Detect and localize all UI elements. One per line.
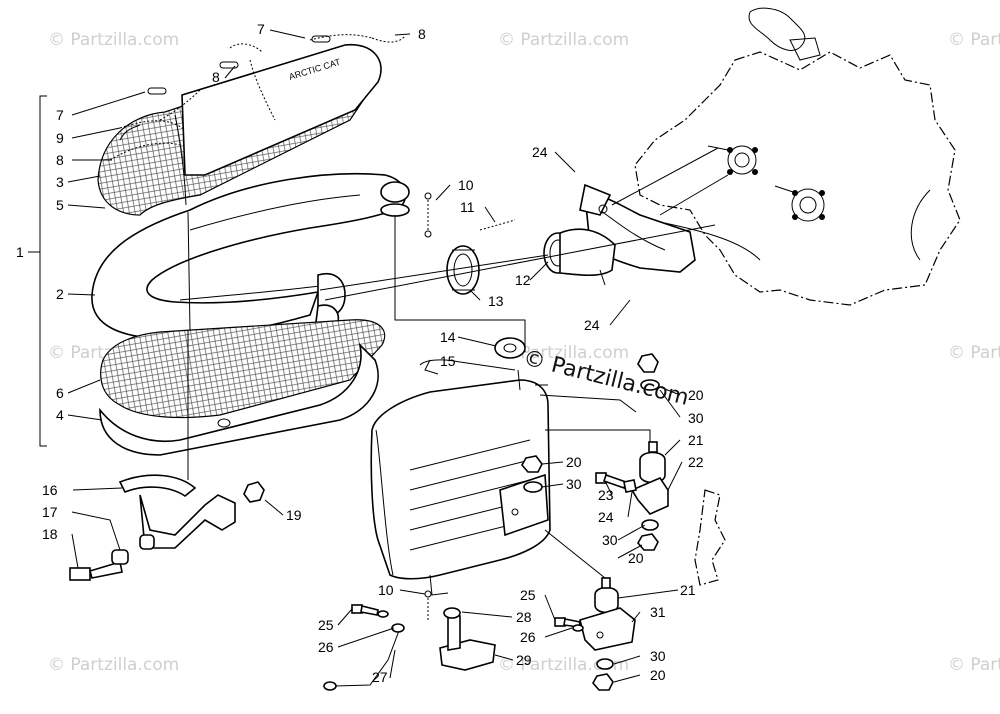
callout-22: 22 <box>688 454 704 470</box>
bracket-17 <box>139 494 236 549</box>
watermark: © Partzilla.com <box>498 343 629 363</box>
nut-20-top <box>637 353 660 391</box>
callout-27: 27 <box>372 669 388 685</box>
bracket-31 <box>579 607 636 651</box>
callout-20-c: 20 <box>628 550 644 566</box>
callout-28: 28 <box>516 609 532 625</box>
callout-25-b: 25 <box>520 587 536 603</box>
callout-15: 15 <box>440 353 456 369</box>
silencer <box>370 359 551 596</box>
callout-16: 16 <box>42 482 58 498</box>
callout-30-c: 30 <box>602 532 618 548</box>
callout-6: 6 <box>56 385 64 401</box>
callout-26-b: 26 <box>520 629 536 645</box>
exhaust-port-upper <box>707 145 758 175</box>
exhaust-manifold <box>543 193 696 286</box>
watermark: © Partzilla.com <box>48 30 179 50</box>
exhaust-port-lower <box>774 185 825 222</box>
callout-17: 17 <box>42 504 58 520</box>
callout-29: 29 <box>516 652 532 668</box>
bracket-16 <box>118 474 197 497</box>
callout-3: 3 <box>56 174 64 190</box>
callout-8-middle: 8 <box>212 69 220 85</box>
grommet-21-top <box>639 441 666 484</box>
callout-30-d: 30 <box>650 648 666 664</box>
bolt-25-left <box>351 604 389 618</box>
callout-24-c: 24 <box>598 509 614 525</box>
callout-20-d: 20 <box>650 667 666 683</box>
callout-21-a: 21 <box>688 432 704 448</box>
callout-1: 1 <box>16 244 24 260</box>
leader-lines <box>67 29 729 683</box>
washer-nut-bottom-22 <box>637 519 659 551</box>
callout-labels: 1 2 3 4 5 6 7 7 8 8 8 9 10 10 11 12 13 1… <box>16 21 704 685</box>
callout-9: 9 <box>56 130 64 146</box>
springs-top <box>119 34 406 141</box>
bolt-25-right <box>554 617 584 632</box>
callout-24-b: 24 <box>584 317 600 333</box>
callout-20-a: 20 <box>688 387 704 403</box>
callout-20-b: 20 <box>566 454 582 470</box>
upper-heat-shield: ARCTIC CAT <box>97 43 382 216</box>
watermark: © Partzilla.com <box>48 655 179 675</box>
callout-12: 12 <box>515 272 531 288</box>
callout-21-b: 21 <box>680 582 696 598</box>
callout-8-left: 8 <box>56 152 64 168</box>
bolt-23 <box>595 472 637 493</box>
callout-11: 11 <box>460 199 475 215</box>
callout-4: 4 <box>56 407 64 423</box>
callout-26-a: 26 <box>318 639 334 655</box>
watermark: © Partzilla.com <box>948 343 1000 363</box>
ground-cable-27 <box>323 623 405 691</box>
callout-14: 14 <box>440 329 456 345</box>
callout-7-top: 7 <box>257 21 265 37</box>
callout-2: 2 <box>56 286 64 302</box>
callout-30-a: 30 <box>688 410 704 426</box>
callout-25-a: 25 <box>318 617 334 633</box>
washer-nut-bottom-31 <box>592 658 614 691</box>
callout-18: 18 <box>42 526 58 542</box>
callout-23: 23 <box>598 487 614 503</box>
spring-10-top <box>424 192 432 238</box>
engine-outline <box>634 7 961 586</box>
grommet-21-bottom <box>594 577 619 614</box>
nut-19 <box>243 481 265 503</box>
watermark: © Partzilla.com <box>948 655 1000 675</box>
callout-8-top-right: 8 <box>418 26 426 42</box>
group-bracket-1 <box>28 95 47 447</box>
bracket-29 <box>439 607 496 671</box>
callout-31: 31 <box>650 604 666 620</box>
spring-11 <box>479 219 516 231</box>
watermark: © Partzilla.com <box>948 30 1000 50</box>
spring-10-bottom <box>424 590 432 620</box>
bolt-18 <box>69 534 155 581</box>
callout-5: 5 <box>56 197 64 213</box>
bracket-22 <box>630 477 669 515</box>
callout-10-top: 10 <box>458 177 474 193</box>
manifold-flange <box>579 183 612 216</box>
callout-13: 13 <box>488 293 504 309</box>
callout-7-left: 7 <box>56 107 64 123</box>
watermark: © Partzilla.com <box>498 655 629 675</box>
callout-30-b: 30 <box>566 476 582 492</box>
callout-10-bottom: 10 <box>378 582 394 598</box>
watermark: © Partzilla.com <box>498 30 629 50</box>
grommet <box>494 337 526 359</box>
lower-heat-shield <box>99 319 386 456</box>
callout-19: 19 <box>286 507 302 523</box>
callout-24-a: 24 <box>532 144 548 160</box>
